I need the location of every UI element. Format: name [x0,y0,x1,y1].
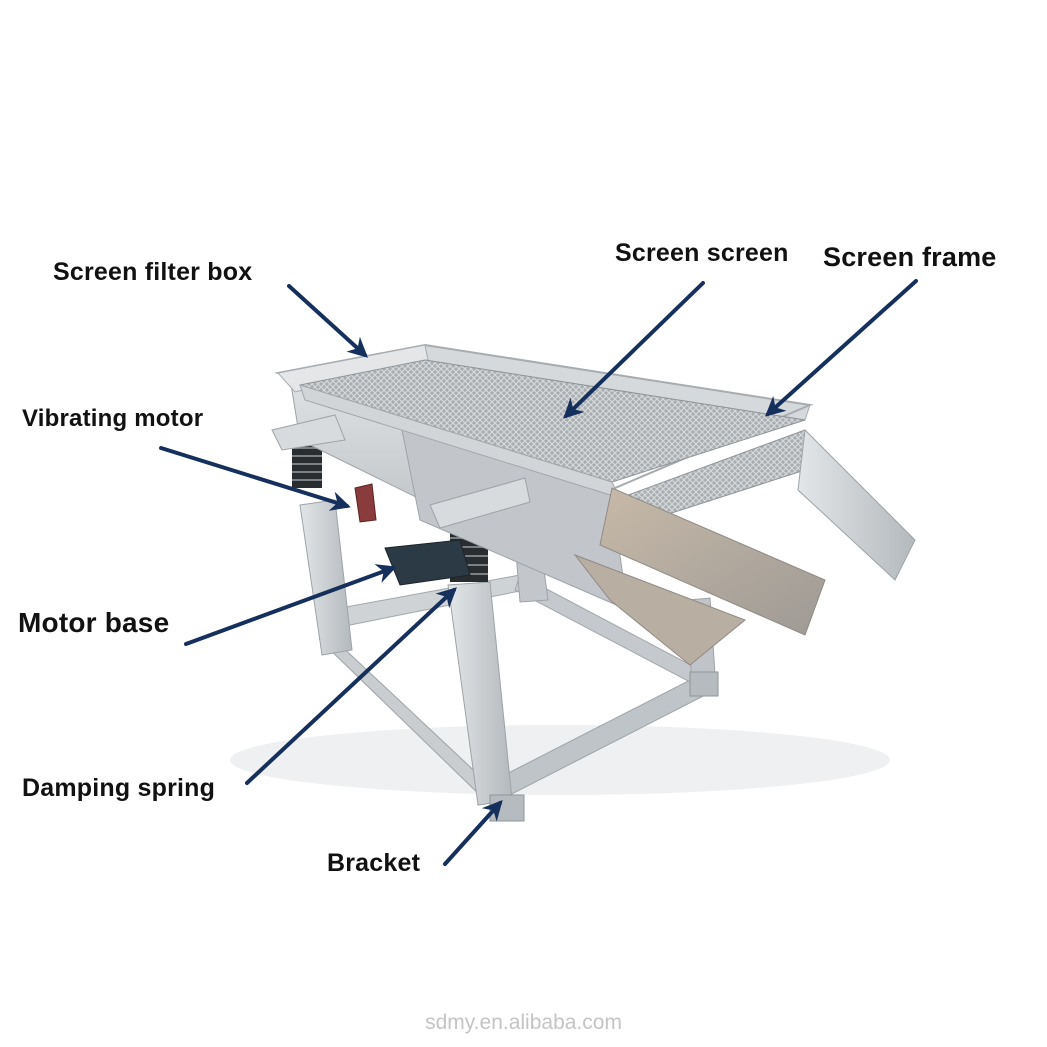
label-screen-filter-box: Screen filter box [53,258,253,286]
arrow-bracket [443,800,503,866]
support-ear-left [271,414,346,451]
side-wing-plate [797,428,916,581]
label-screen-frame: Screen frame [823,242,997,272]
foot-plate [689,671,719,697]
hopper [573,553,746,666]
arrow-screen-frame [765,279,918,417]
arrow-damping-spring [245,587,457,785]
label-motor-base: Motor base [18,607,170,638]
arrow-screen-screen [563,281,705,419]
label-damping-spring: Damping spring [22,774,216,802]
arrow-vibrating-motor [159,446,351,511]
front-left-leg [299,499,353,656]
arrow-screen-filter-box [287,284,368,358]
label-vibrating-motor: Vibrating motor [22,405,204,432]
discharge-chute [599,487,826,636]
pointer-arrows [159,279,918,866]
label-screen-screen: Screen screen [615,239,789,267]
arrow-motor-base [184,564,397,646]
watermark: sdmy.en.alibaba.com [425,1011,622,1034]
label-bracket: Bracket [327,849,421,877]
screen-filter-box [271,343,916,666]
support-ear-right [429,477,531,529]
vibrating-motor-body [354,483,377,523]
vibrating-screen-machine [230,343,916,822]
